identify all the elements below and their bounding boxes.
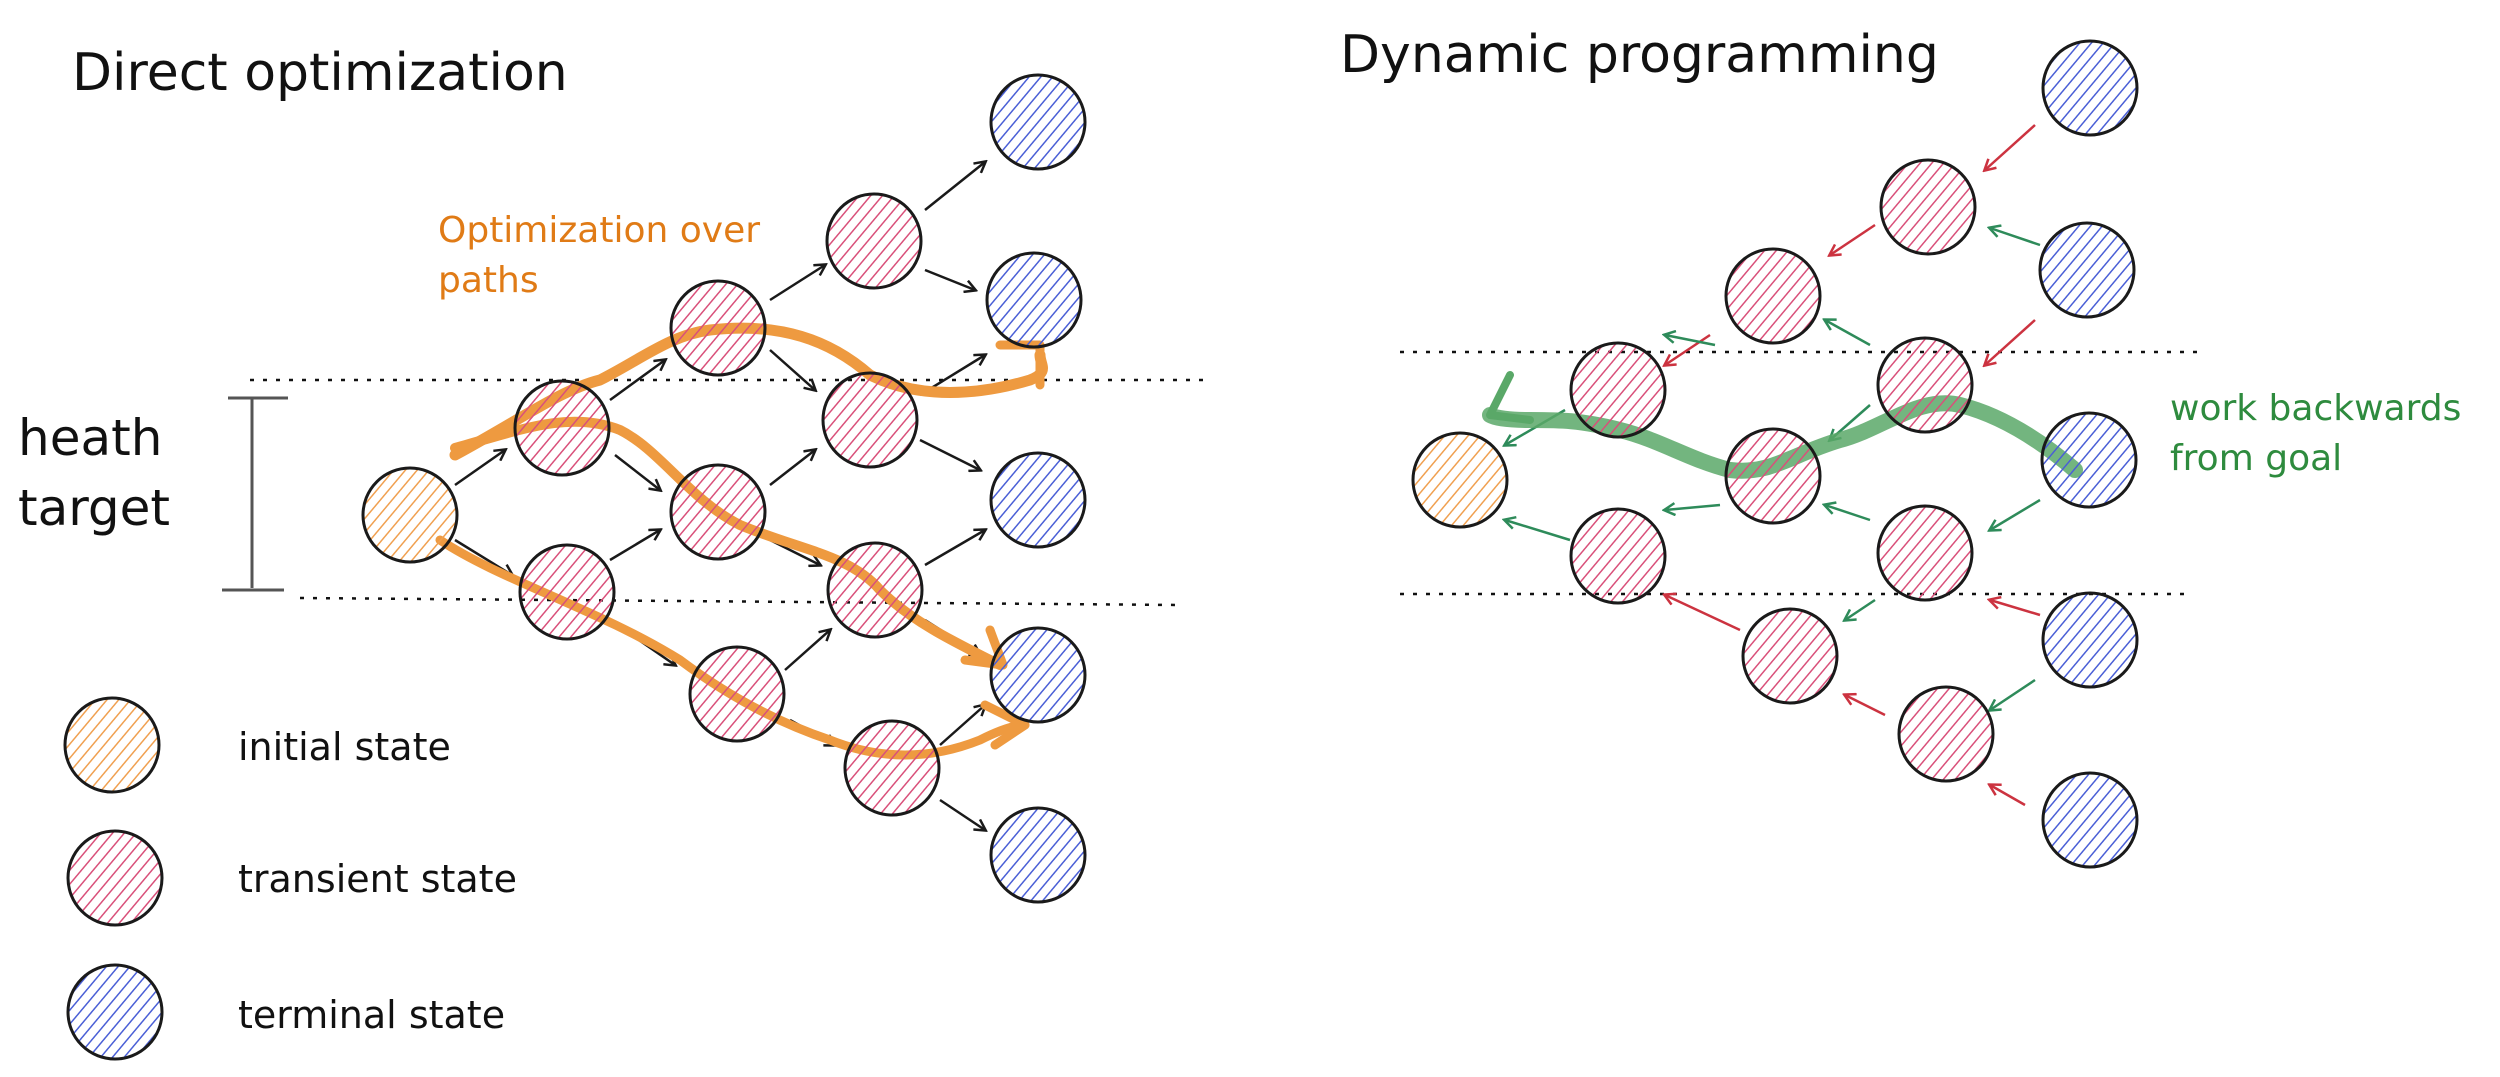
transient-node-b1	[669, 279, 767, 377]
dynamic-programming-title: Dynamic programming	[1340, 25, 1939, 85]
legend-initial-label: initial state	[238, 725, 451, 769]
legend-terminal-swatch	[68, 965, 162, 1059]
transient-node-b2	[669, 463, 767, 561]
direct-arrow-8	[769, 349, 815, 390]
target-band-bottom-line	[299, 596, 1181, 607]
legend-terminal-label: terminal state	[238, 993, 505, 1037]
transient-node-a1	[513, 379, 611, 477]
dp-terminal-node-2	[2038, 221, 2136, 319]
dp-arrow-4	[1990, 498, 2041, 530]
legend-transient-swatch	[68, 831, 162, 925]
health-target-label-line2: target	[18, 479, 170, 537]
dp-arrow-2	[1990, 228, 2041, 247]
terminal-node-5	[989, 806, 1087, 904]
legend: initial state transient state terminal s…	[63, 696, 517, 1061]
dp-arrow-9	[1825, 320, 1871, 347]
direct-arrow-14	[924, 268, 975, 290]
terminal-node-2	[985, 251, 1083, 349]
dp-arrow-6	[1990, 678, 2036, 710]
dp-terminal-node-3	[2040, 411, 2138, 509]
direct-arrow-1	[454, 450, 505, 487]
transient-node-c2	[821, 371, 919, 469]
dp-arrow-13	[1845, 695, 1886, 717]
dp-initial-state-node	[1411, 431, 1509, 529]
direct-arrow-16	[919, 438, 980, 470]
dp-transient-node-b1	[1724, 247, 1822, 345]
terminal-node-1	[989, 73, 1087, 171]
backwards-note-line1: work backwards	[2170, 388, 2461, 429]
dp-transient-node-b3	[1741, 607, 1839, 705]
dp-terminal-node-4	[2041, 591, 2139, 689]
direct-arrow-4	[614, 454, 660, 490]
dp-transient-node-a2	[1569, 507, 1667, 605]
dp-terminal-node-5	[2041, 771, 2139, 869]
dp-transient-node-c4	[1897, 685, 1995, 783]
direct-arrow-20	[939, 798, 985, 830]
direct-arrow-5	[609, 530, 660, 562]
direct-arrow-11	[784, 630, 830, 671]
dp-transient-node-c1	[1879, 158, 1977, 256]
legend-transient-label: transient state	[238, 857, 517, 901]
dp-arrow-3	[1985, 319, 2036, 365]
direct-arrow-3	[609, 360, 665, 402]
legend-item-terminal: terminal state	[66, 963, 505, 1061]
transient-node-b3	[688, 645, 786, 743]
dp-arrow-5	[1990, 600, 2041, 617]
dp-arrow-7	[1990, 785, 2026, 807]
optimization-note-line1: Optimization over	[438, 210, 760, 251]
dp-arrow-1	[1985, 124, 2036, 170]
legend-item-initial: initial state	[63, 696, 451, 794]
dp-terminal-node-1	[2041, 39, 2139, 137]
target-bracket	[222, 396, 288, 592]
dp-arrow-14	[1665, 333, 1711, 365]
direct-arrow-13	[924, 162, 985, 211]
dp-arrow-16	[1665, 505, 1721, 510]
direct-optimization-title: Direct optimization	[72, 43, 568, 103]
dp-transient-node-c2	[1876, 336, 1974, 434]
direct-arrow-9	[769, 450, 815, 486]
dp-arrow-19	[1505, 520, 1571, 542]
initial-state-node	[361, 466, 459, 564]
direct-arrow-7	[769, 265, 825, 302]
dp-transient-node-c3	[1876, 504, 1974, 602]
dp-arrow-12	[1845, 598, 1876, 620]
optimization-note-line2: paths	[438, 260, 539, 301]
dp-transient-node-a1	[1569, 341, 1667, 439]
legend-initial-swatch	[65, 698, 159, 792]
green-arrowhead	[1486, 371, 1534, 424]
direct-arrow-19	[939, 705, 985, 746]
orange-arrowhead-lower	[980, 700, 1030, 750]
dp-arrow-17	[1665, 595, 1741, 632]
transient-node-c3	[826, 541, 924, 639]
terminal-node-3	[989, 451, 1087, 549]
direct-optimization-nodes	[361, 73, 1087, 904]
dp-arrow-8	[1830, 223, 1876, 255]
legend-item-transient: transient state	[66, 829, 517, 927]
dynamic-programming-nodes	[1411, 39, 2139, 869]
terminal-node-4	[989, 626, 1087, 724]
transient-node-c4	[843, 719, 941, 817]
transient-node-a2	[518, 543, 616, 641]
transient-node-c1	[825, 192, 923, 290]
health-target-label-line1: heath	[18, 409, 162, 467]
dp-arrow-15	[1665, 335, 1716, 347]
dp-arrow-11	[1825, 505, 1871, 522]
backwards-note-line2: from goal	[2170, 438, 2342, 479]
dp-transient-node-b2	[1724, 427, 1822, 525]
direct-arrow-17	[924, 530, 985, 567]
